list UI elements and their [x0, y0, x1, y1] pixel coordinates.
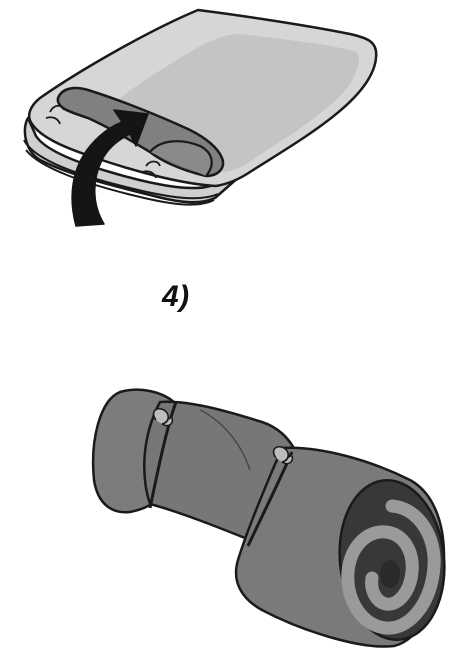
roll-spiral-icon [341, 499, 441, 635]
pad-bottom-edge-2 [25, 149, 215, 206]
strap-tie-left-icon [152, 407, 174, 427]
pad-bottom-edge [23, 139, 219, 200]
tie-right [141, 160, 161, 179]
pad-fold-ridge [149, 140, 213, 177]
fold-arrow-icon [71, 109, 149, 227]
roll-middle-section [143, 400, 302, 542]
strap-middle [246, 451, 294, 547]
roll-end-face [338, 479, 446, 641]
roll-left-section [91, 388, 178, 514]
roll-fold-line [199, 409, 251, 471]
strap-tie-middle-icon [272, 445, 294, 465]
folding-pad-illustration [23, 8, 378, 227]
strap-left [148, 401, 178, 509]
step-label: 4) [162, 280, 190, 313]
roll-core [380, 560, 400, 588]
tie-left [45, 104, 65, 125]
roll-right-section [234, 446, 446, 648]
